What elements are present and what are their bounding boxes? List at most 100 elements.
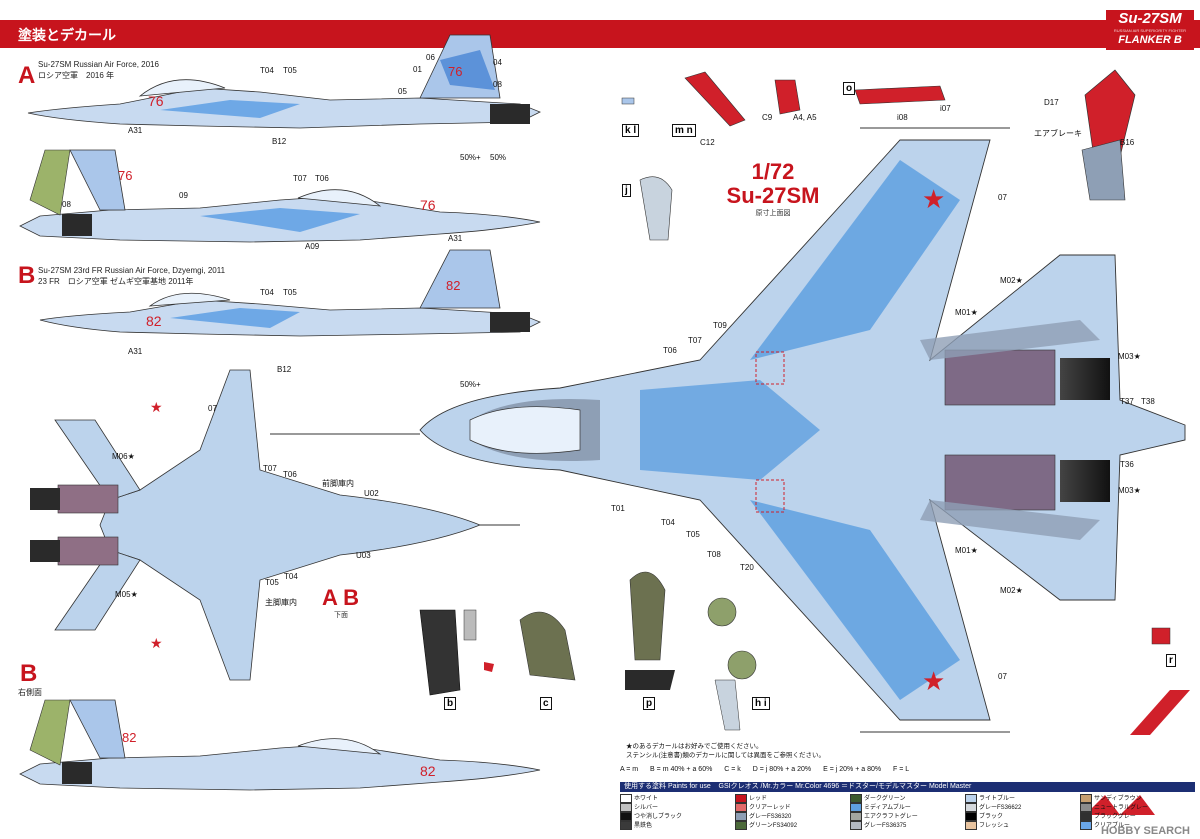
scale-title: 1/72 Su-27SM 原寸上面図 [718, 160, 828, 218]
legend-cell: グリーンFS34092 [735, 821, 797, 830]
underside-title: A B [322, 585, 360, 610]
legend-cell: クリアブルー [1080, 821, 1130, 830]
label-t05-u: T05 [265, 578, 279, 587]
underside-view: ★ ★ [30, 369, 520, 681]
svg-text:★: ★ [150, 399, 163, 415]
scheme-b-right-letter: B [20, 660, 38, 687]
parts-top-right [621, 69, 1136, 201]
label-t06-a: T06 [315, 174, 329, 183]
part-label-m: m n [672, 124, 696, 137]
label-i07: i07 [940, 104, 951, 113]
label-u02: U02 [364, 489, 379, 498]
label-a09: A09 [305, 242, 320, 251]
underside-sub: 下面 [334, 612, 348, 619]
svg-text:76: 76 [118, 168, 132, 183]
legend-bar-brands: GSIクレオス /Mr.カラー Mr.Color 4696 ＝ドスター/モデルマ… [718, 783, 972, 790]
label-m03-b: M03★ [1118, 486, 1141, 495]
mix-b: B = m 40% + a 60% [650, 766, 713, 773]
legend-cell: つや消しブラック [620, 812, 682, 821]
legend-bar-title: 使用する塗料 Paints for use [624, 783, 711, 790]
mix-e: E = j 20% + a 80% [823, 766, 882, 773]
legend-cell: ダークグリーン [850, 794, 905, 803]
header-bar: 塗装とデカール [0, 20, 1200, 48]
part-label-o: o [843, 82, 856, 95]
label-06: 06 [426, 53, 435, 62]
label-t09: T09 [713, 321, 727, 330]
label-05: 05 [398, 87, 407, 96]
legend-cell: フレッシュ [965, 821, 1009, 830]
note-line-2: ステンシル(注意書)類のデカールに関しては異面をご参照ください。 [626, 752, 826, 759]
label-m01-a: M01★ [955, 308, 978, 317]
legend-cell: エアクラフトグレー [850, 812, 918, 821]
svg-text:82: 82 [420, 763, 436, 779]
label-m03-a: M03★ [1118, 352, 1141, 361]
label-b12: B12 [272, 137, 287, 146]
label-t36: T36 [1120, 460, 1134, 469]
legend-cell: シルバー [620, 803, 658, 812]
legend-cell: クリアーレッド [735, 803, 791, 812]
label-t04-b: T04 [260, 288, 274, 297]
label-mix-a: 50%+ [460, 153, 481, 162]
scheme-a-letter: A [18, 62, 36, 89]
parts-figures [419, 176, 1190, 815]
label-08: 08 [493, 80, 502, 89]
legend-cell: サンディブラウン [1080, 794, 1142, 803]
watermark: HOBBY SEARCH [1100, 825, 1190, 837]
label-m05: M05★ [115, 590, 138, 599]
legend-cell: レッド [735, 794, 767, 803]
side-view-b-right: 82 82 [19, 699, 541, 791]
part-label-p: p [643, 697, 656, 710]
label-mix-c: 50%+ [460, 380, 481, 389]
mix-formulas: A = m B = m 40% + a 60% C = k D = j 80% … [620, 766, 919, 773]
label-m02-a: M02★ [1000, 276, 1023, 285]
label-m02-b: M02★ [1000, 586, 1023, 595]
legend-cell: ミディアムブルー [850, 803, 911, 812]
label-t07-u: T07 [263, 464, 277, 473]
label-t08: T08 [707, 550, 721, 559]
svg-text:★: ★ [150, 635, 163, 651]
label-07-bot: 07 [998, 672, 1007, 681]
scheme-b-letter: B [18, 262, 36, 289]
label-airbrake: エアブレーキ [1034, 129, 1082, 138]
part-label-b: b [444, 697, 457, 710]
legend-cell: ブラックグレー [1080, 812, 1136, 821]
scale-sub: 原寸上面図 [755, 210, 791, 217]
svg-text:82: 82 [146, 313, 162, 329]
label-07-top: 07 [998, 193, 1007, 202]
label-t20: T20 [740, 563, 754, 572]
label-gear-main: 主脚庫内 [265, 598, 297, 607]
svg-text:82: 82 [122, 730, 136, 745]
legend-cell: グレーFS36375 [850, 821, 906, 830]
legend-cell: ブラック [965, 812, 1003, 821]
label-i08: i08 [897, 113, 908, 122]
label-07-u: 07 [208, 404, 217, 413]
label-c12: C12 [700, 138, 715, 147]
legend-cell: グレーFS36320 [735, 812, 791, 821]
label-u03: U03 [356, 551, 371, 560]
label-a31: A31 [128, 126, 143, 135]
legend-cell: ライトブルー [965, 794, 1015, 803]
scheme-b-caption-en: Su-27SM 23rd FR Russian Air Force, Dzyem… [38, 266, 226, 275]
part-label-hi: h i [752, 697, 770, 710]
top-view: ★ ★ [270, 127, 1186, 733]
part-label-j: j [622, 184, 631, 197]
page-title: 塗装とデカール [18, 27, 116, 43]
svg-text:★: ★ [922, 666, 945, 696]
svg-text:76: 76 [420, 197, 436, 213]
label-t05-top: T05 [686, 530, 700, 539]
label-t06-top: T06 [663, 346, 677, 355]
label-09: 09 [179, 191, 188, 200]
badge-model: Su-27SM [1118, 10, 1182, 27]
legend-cell: ホワイト [620, 794, 658, 803]
label-m06: M06★ [112, 452, 135, 461]
part-label-c: c [540, 697, 552, 710]
side-view-a-left: 76 76 [27, 34, 541, 129]
scale-ratio: 1/72 [751, 159, 795, 184]
label-t06-u: T06 [283, 470, 297, 479]
scheme-a-caption-jp: ロシア空軍 2016 年 [38, 71, 115, 80]
svg-text:82: 82 [446, 278, 460, 293]
paint-legend: 使用する塗料 Paints for use GSIクレオス /Mr.カラー Mr… [620, 782, 1195, 834]
part-label-r: r [1166, 654, 1176, 667]
label-t04-u: T04 [284, 572, 298, 581]
